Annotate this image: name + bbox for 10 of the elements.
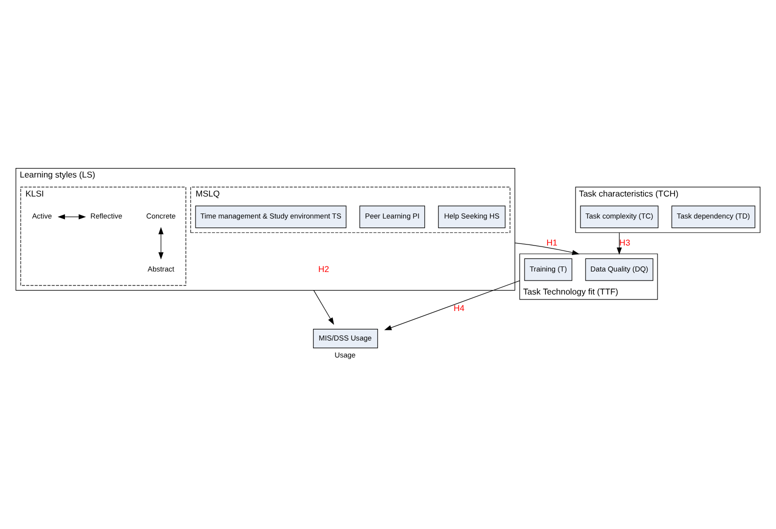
arrow xyxy=(58,214,86,220)
arrow xyxy=(616,232,622,255)
arrow xyxy=(514,242,580,255)
edge-label: H2 xyxy=(318,264,330,274)
edge-label: H1 xyxy=(546,238,558,248)
edge-label: H4 xyxy=(454,303,464,314)
arrow xyxy=(384,280,520,330)
arrow xyxy=(158,226,164,260)
arrow xyxy=(313,290,334,325)
edge-label: H3 xyxy=(619,238,630,248)
